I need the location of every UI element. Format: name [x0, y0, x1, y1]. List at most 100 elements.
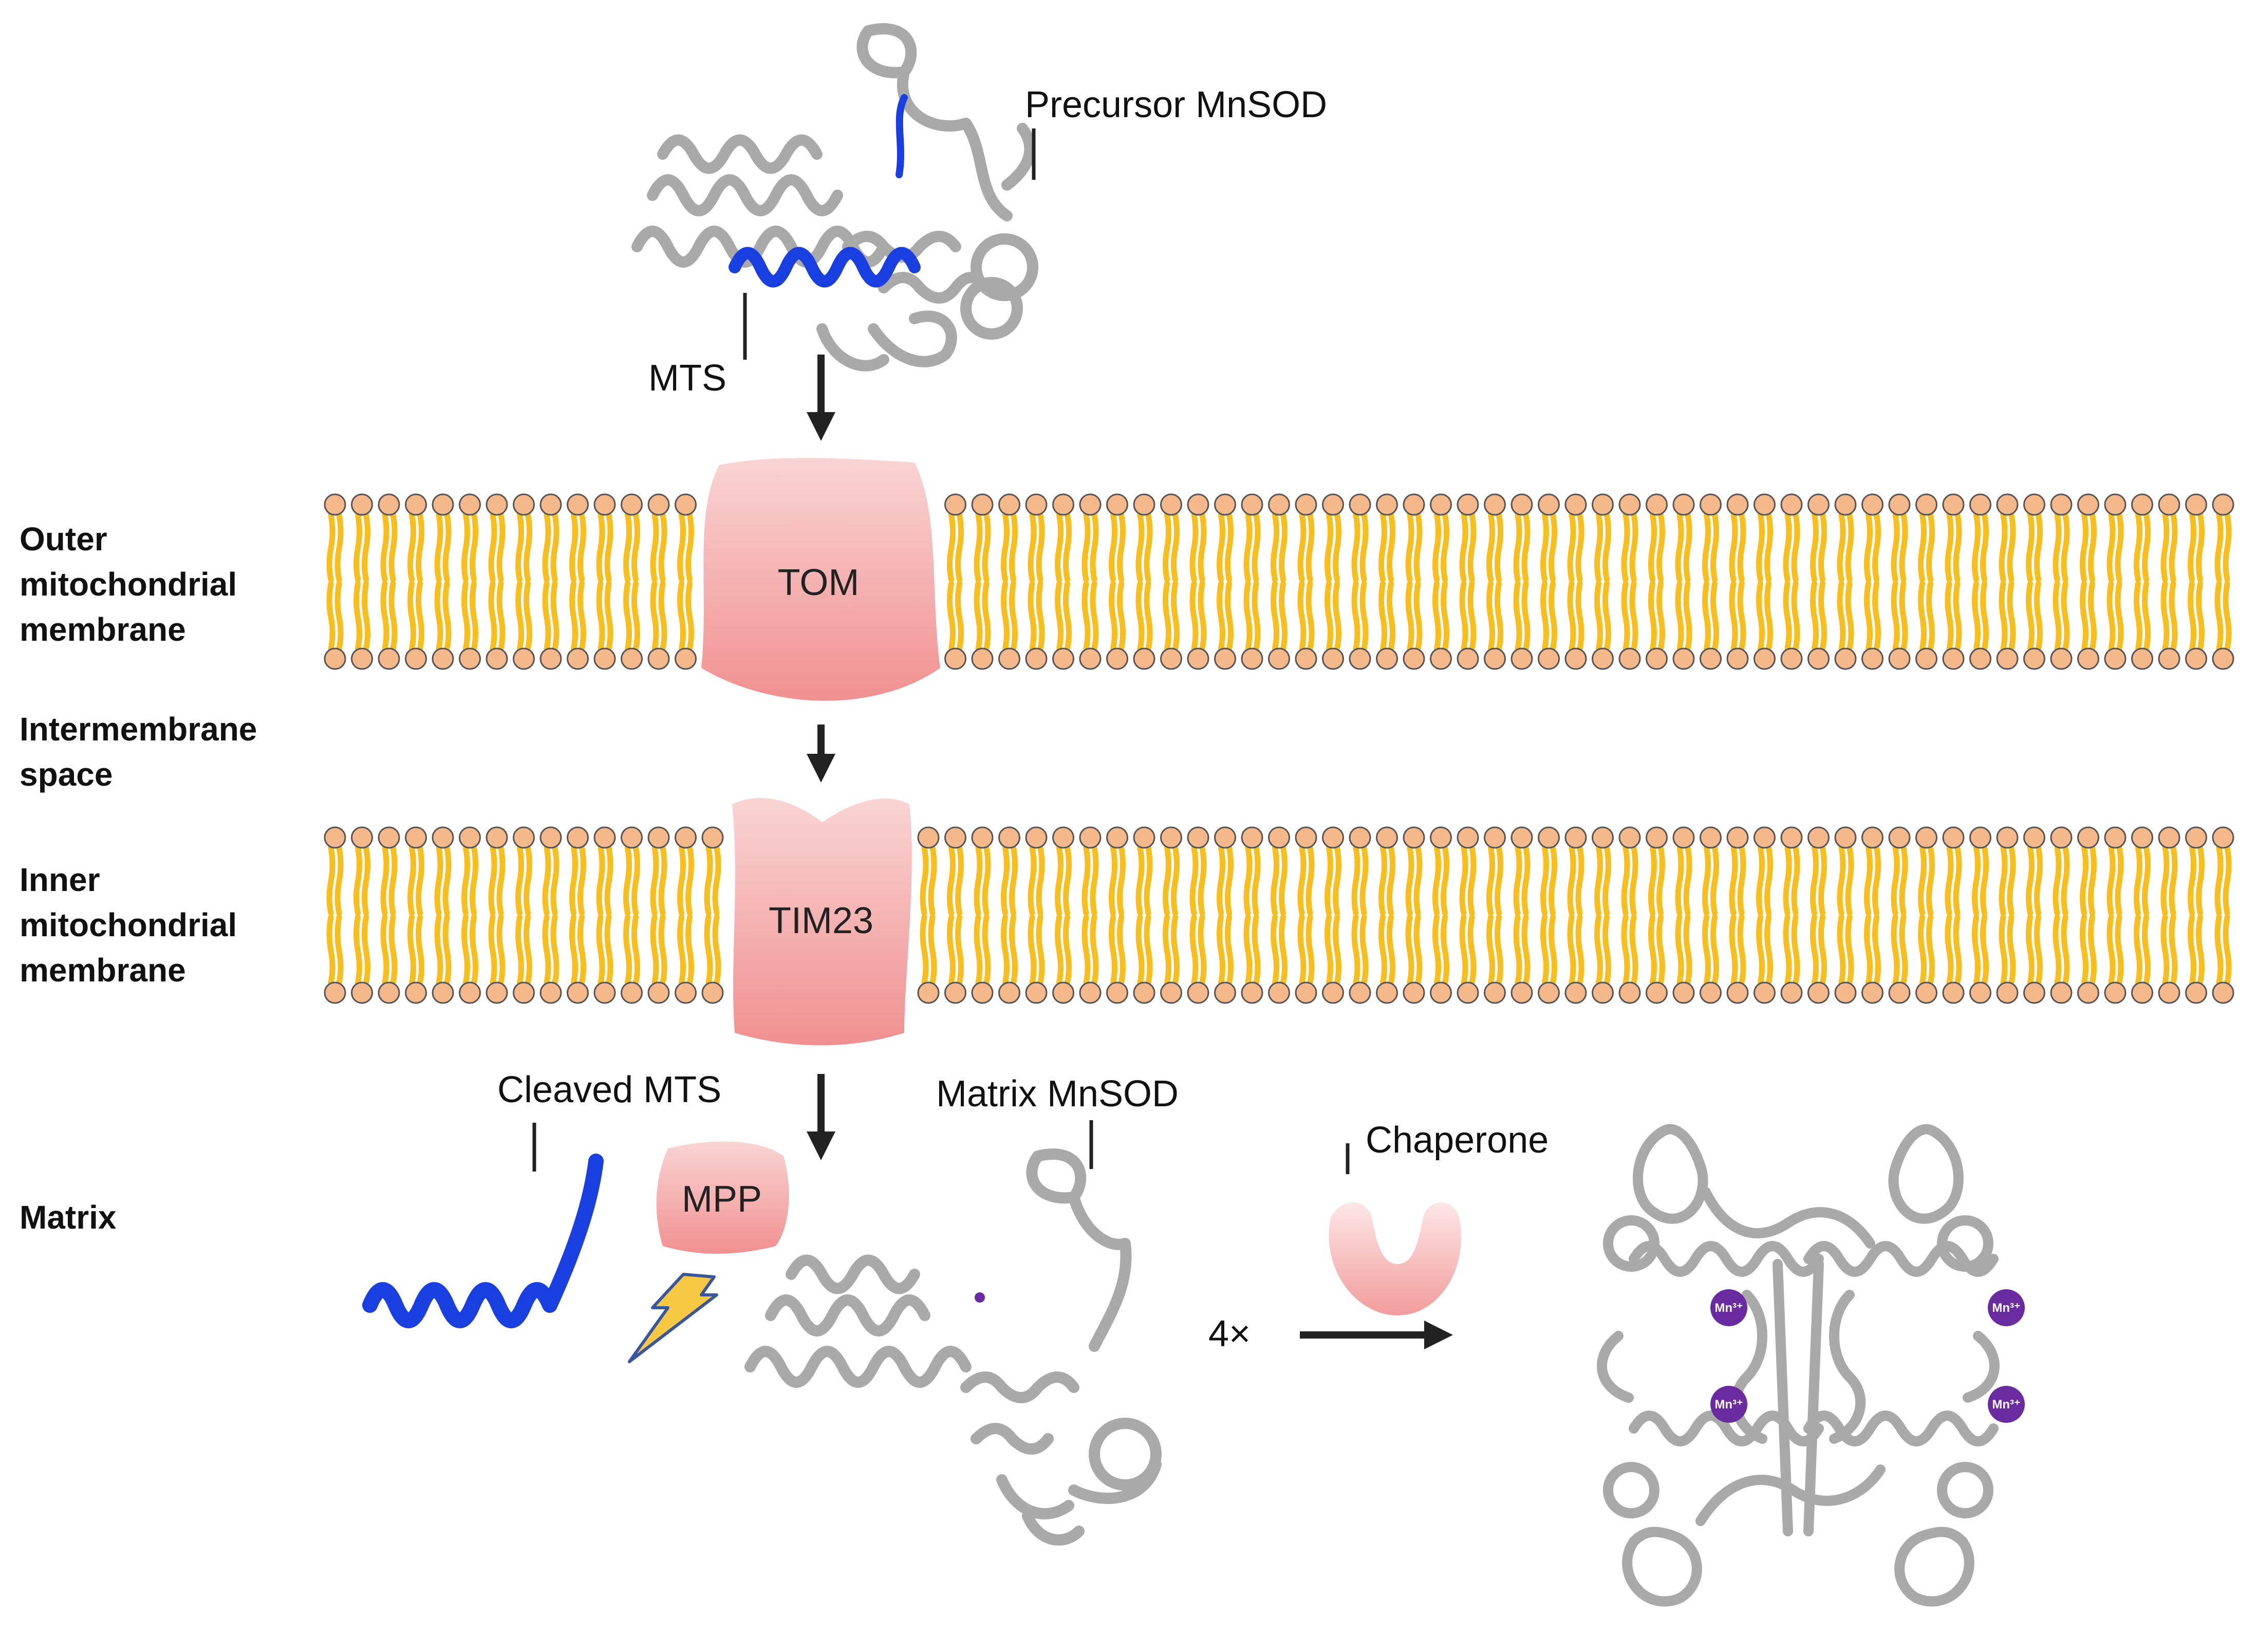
lipid-tail	[1297, 581, 1307, 652]
lipid-tail	[1359, 914, 1369, 986]
lipid-tail	[1325, 845, 1333, 916]
lipid-head	[1942, 493, 1965, 516]
lipid-tail	[388, 581, 398, 652]
lipid-tail	[2223, 845, 2232, 916]
lipid-head	[1754, 981, 1776, 1004]
lipid-head	[1942, 981, 1965, 1004]
lipid-tail	[434, 845, 443, 916]
lipid-tail	[1621, 845, 1630, 916]
lipid-tail	[1413, 512, 1423, 583]
label-line: mitochondrial	[20, 906, 237, 943]
lipid-head	[1403, 826, 1425, 849]
lipid-tail	[2142, 512, 2151, 583]
lipid-tail	[1918, 512, 1927, 583]
lipid-tail	[1729, 512, 1738, 583]
chaperone-callout: Chaperone	[1366, 1120, 1549, 1161]
lipid-head	[1403, 647, 1425, 670]
lipid-tail	[1325, 914, 1333, 986]
lipid-tail	[470, 512, 478, 583]
lipid-tail	[1055, 914, 1064, 986]
lipid-tail	[1945, 581, 1954, 652]
matrix-mnsod-structure	[744, 1148, 1162, 1546]
cleaved-mts-helix	[362, 1154, 604, 1328]
lipid-head	[1969, 826, 1991, 849]
lipid-tail	[1953, 512, 1962, 583]
lipid-head	[1834, 826, 1857, 849]
lipid-tail	[1405, 914, 1414, 986]
lipid-tail	[1432, 512, 1441, 583]
lipid-tail	[2214, 512, 2224, 583]
lipid-tail	[362, 512, 370, 583]
lipid-tail	[434, 581, 443, 652]
lipid-head	[998, 647, 1020, 670]
lipid-tail	[1135, 581, 1145, 652]
lipid-tail	[2061, 512, 2070, 583]
lipid-tail	[2188, 581, 2196, 652]
lipid-tail	[1351, 581, 1360, 652]
lipid-head	[1376, 981, 1398, 1004]
lipid-tail	[1791, 512, 1800, 583]
lipid-head	[2077, 981, 2099, 1004]
lipid-head	[1457, 493, 1479, 516]
lipid-head	[1915, 981, 1937, 1004]
lipid-tail	[1225, 512, 1234, 583]
lipid-tail	[569, 845, 578, 916]
lipid-head	[513, 647, 535, 670]
label-line: Outer	[20, 521, 107, 558]
outer-membrane-label: Outer mitochondrial membrane	[20, 516, 237, 652]
lipid-tail	[2080, 845, 2088, 916]
lipid-tail	[596, 581, 605, 652]
lipid-tail	[920, 845, 929, 916]
lipid-tail	[1063, 845, 1072, 916]
lipid-head	[1160, 981, 1182, 1004]
lipid-tail	[470, 845, 478, 916]
lipid-tail	[1359, 845, 1369, 916]
lipid-tail	[604, 512, 613, 583]
lipid-tail	[1953, 581, 1962, 652]
lipid-tail	[1333, 512, 1341, 583]
lipid-tail	[1333, 581, 1341, 652]
lipid-head	[1079, 981, 1102, 1004]
lipid-head	[2131, 826, 2153, 849]
lipid-tail	[1198, 845, 1207, 916]
lipid-tail	[1783, 512, 1792, 583]
lipid-head	[675, 647, 697, 670]
lipid-tail	[1549, 512, 1557, 583]
lipid-head	[1996, 826, 2019, 849]
lipid-head	[1052, 826, 1074, 849]
lipid-tail	[1009, 914, 1018, 986]
label-line: Matrix	[20, 1199, 117, 1236]
lipid-tail	[2134, 914, 2142, 986]
lipid-head	[378, 647, 400, 670]
lipid-head	[1780, 647, 1803, 670]
lipid-head	[1322, 826, 1344, 849]
lipid-tail	[488, 581, 497, 652]
lipid-tail	[1549, 914, 1557, 986]
lipid-tail	[1872, 512, 1881, 583]
lipid-tail	[677, 845, 686, 916]
lipid-tail	[1243, 581, 1253, 652]
inner-membrane-bilayer	[324, 826, 2234, 1004]
lipid-tail	[515, 914, 524, 986]
lipid-tail	[955, 914, 964, 986]
lipid-tail	[1629, 512, 1638, 583]
lipid-head	[1754, 826, 1776, 849]
lipid-tail	[1521, 845, 1531, 916]
lipid-head	[1618, 647, 1641, 670]
lipid-head	[1106, 981, 1128, 1004]
lipid-head	[1564, 647, 1587, 670]
lipid-tail	[461, 512, 470, 583]
lipid-head	[1538, 981, 1560, 1004]
lipid-tail	[2088, 914, 2097, 986]
lipid-tail	[1702, 914, 1711, 986]
lipid-head	[2023, 981, 2045, 1004]
lipid-tail	[2034, 512, 2043, 583]
lipid-head	[1106, 826, 1128, 849]
lipid-head	[351, 493, 373, 516]
lipid-tail	[461, 581, 470, 652]
lipid-tail	[2188, 914, 2196, 986]
lipid-tail	[1495, 512, 1503, 583]
lipid-tail	[1810, 512, 1819, 583]
lipid-head	[1834, 647, 1857, 670]
lipid-head	[675, 826, 697, 849]
